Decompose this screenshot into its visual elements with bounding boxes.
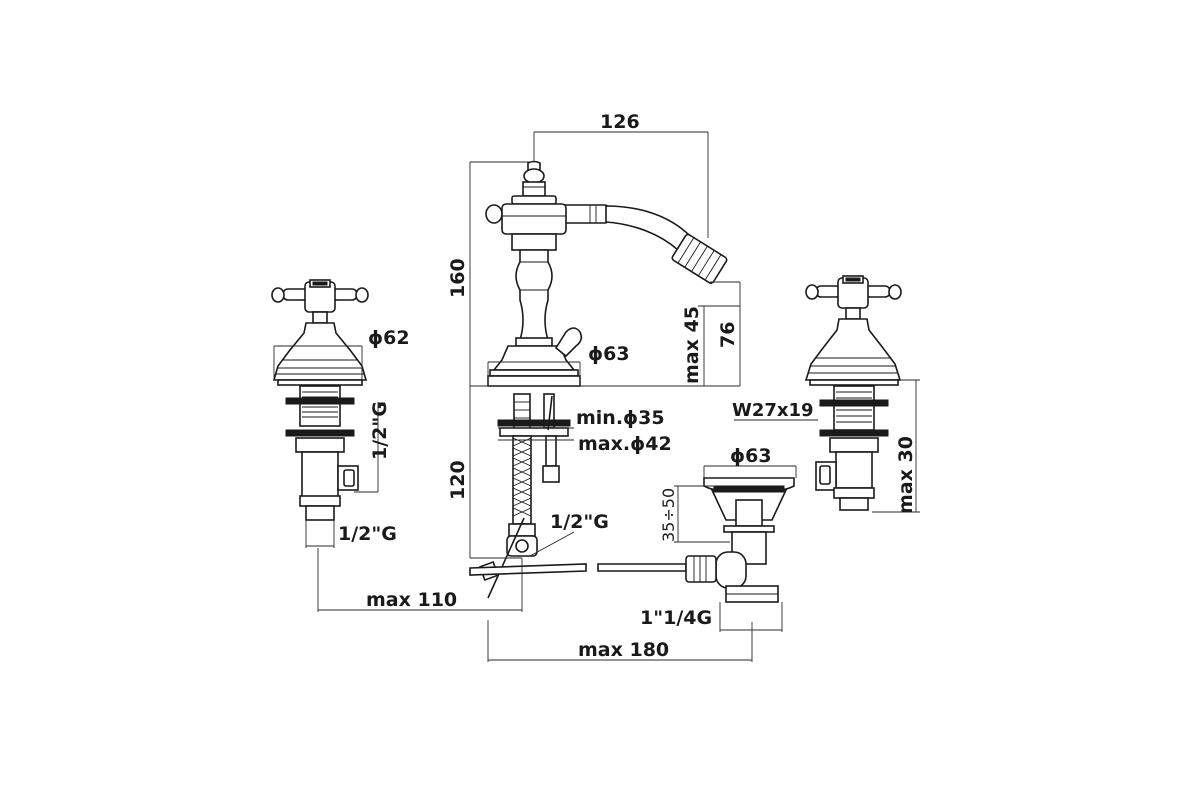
- dim-phi62: ϕ62: [368, 327, 410, 349]
- dim-76: 76: [717, 322, 739, 348]
- dim-126: 126: [600, 111, 640, 133]
- dim-35-50: 35÷50: [659, 488, 678, 542]
- dim-thread-hose: 1/2"G: [550, 511, 609, 533]
- mixer-popup-lever: [554, 327, 583, 358]
- dim-thread-left-bottom: 1/2"G: [338, 523, 397, 545]
- dim-w27x19: W27x19: [732, 400, 814, 421]
- dim-max-180: max 180: [578, 639, 669, 661]
- mixer-head: [501, 160, 567, 251]
- mixer-body: [487, 249, 581, 387]
- right-valve-shank: [815, 385, 889, 511]
- dim-min-phi35: min.ϕ35: [576, 407, 665, 429]
- right-valve-bell: [804, 318, 902, 386]
- dim-phi63-mixer: ϕ63: [588, 343, 630, 365]
- dim-max-30: max 30: [895, 436, 917, 514]
- dim-160: 160: [447, 258, 469, 298]
- left-valve: [271, 279, 369, 521]
- dim-max-phi42: max.ϕ42: [578, 433, 672, 455]
- center-mixer: [479, 160, 728, 599]
- popup-horizontal-rod: [469, 563, 687, 576]
- dim-phi63-waste: ϕ63: [730, 445, 772, 467]
- left-valve-cross-handle: [271, 279, 369, 324]
- mixer-underside: [497, 393, 571, 557]
- left-valve-bell: [272, 322, 368, 386]
- mixer-spout: [555, 204, 728, 284]
- dim-max-45: max 45: [681, 306, 703, 384]
- popup-waste: [685, 477, 795, 603]
- dim-thread-left-vertical: 1/2"G: [369, 401, 391, 460]
- right-valve: [804, 275, 902, 511]
- dim-120: 120: [447, 460, 469, 500]
- left-valve-shank: [285, 385, 359, 521]
- dimension-labels: 126 160 120 max 45 76 ϕ62 ϕ63 min.ϕ35 ma…: [338, 111, 917, 661]
- dim-thread-waste: 1"1/4G: [640, 607, 712, 629]
- dimension-lines: [273, 131, 920, 662]
- dim-max-110: max 110: [366, 589, 457, 611]
- right-valve-cross-handle: [805, 275, 902, 320]
